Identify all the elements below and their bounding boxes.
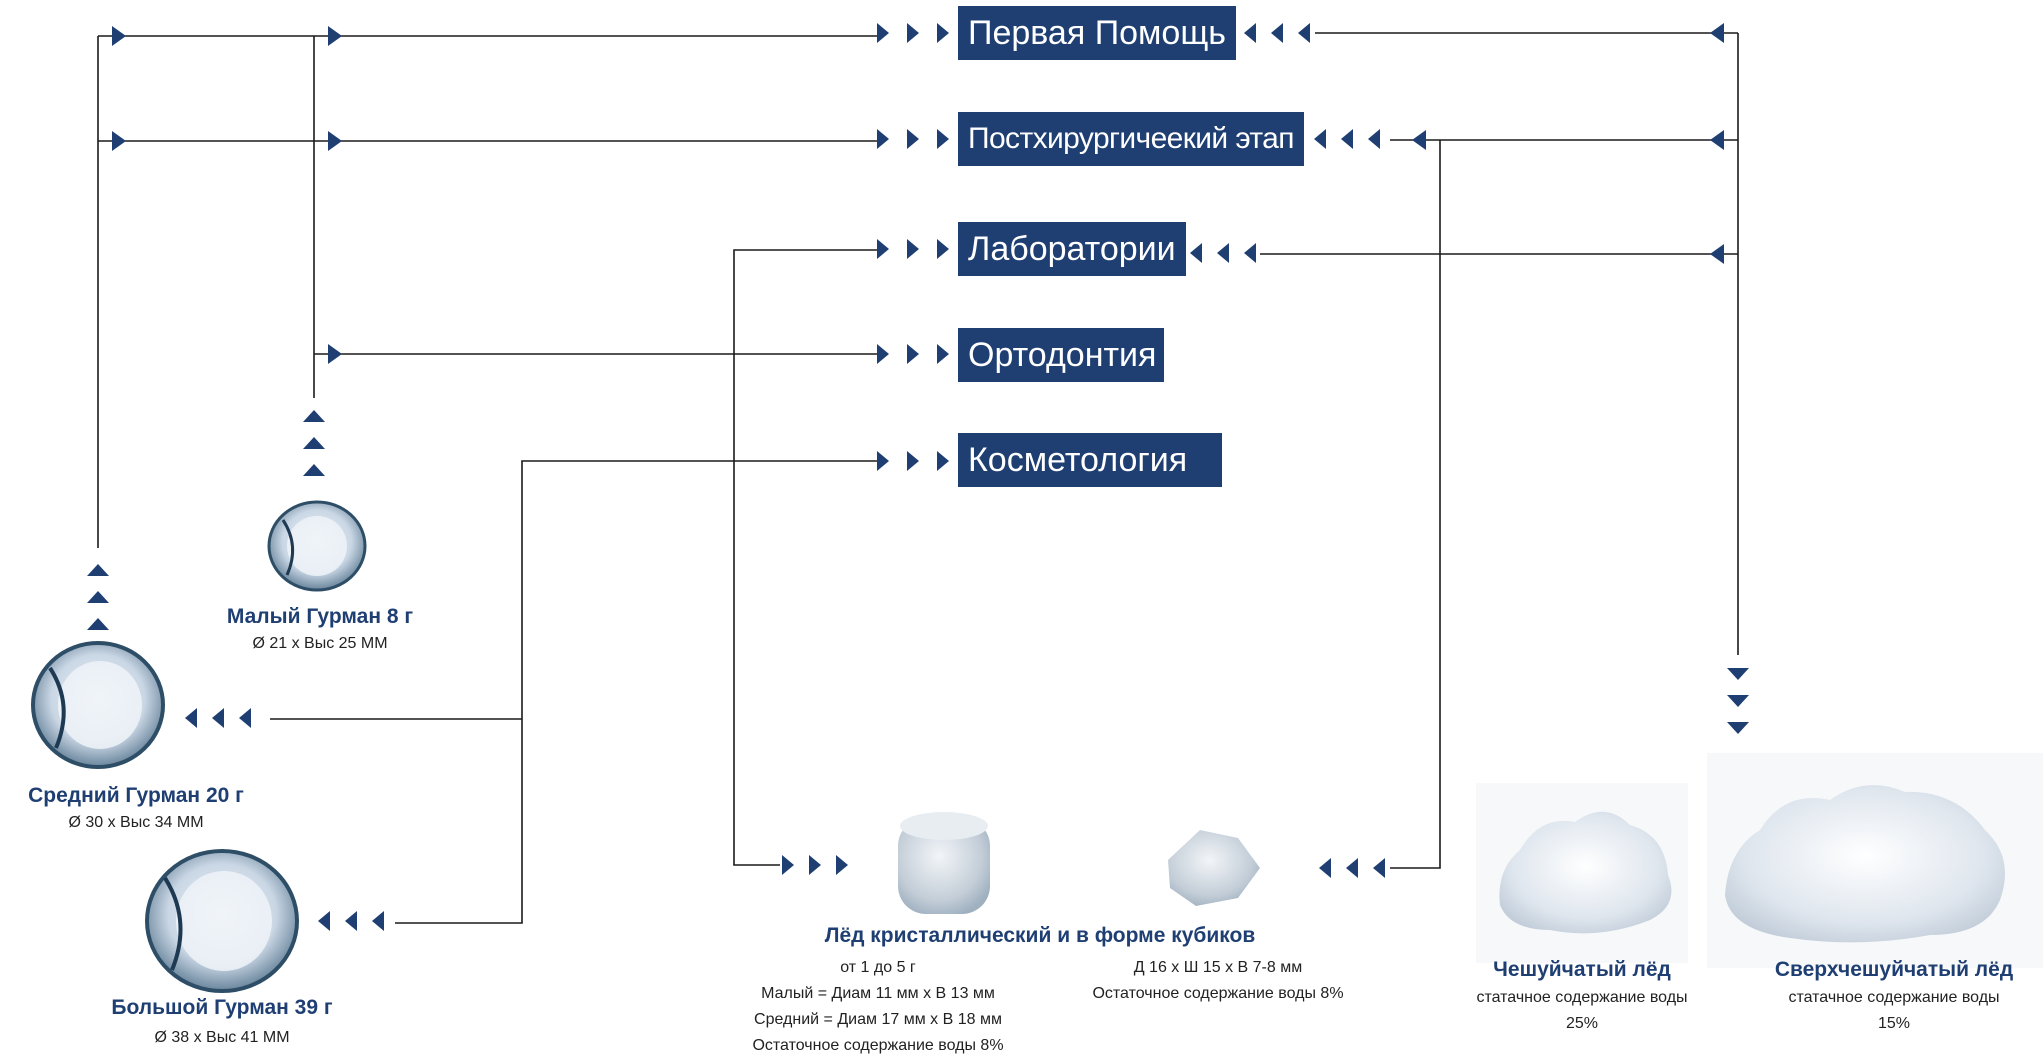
destination-first-aid: Первая Помощь (958, 6, 1237, 60)
triple-arrow-right-icon (877, 129, 949, 149)
line-cube-to-postsurgical (1390, 140, 1441, 869)
triple-arrow-up-icon (87, 564, 109, 630)
crystal-ice-icon (898, 812, 990, 914)
medium-gourmet-ice-icon (31, 641, 165, 769)
arrow-left-icon (1710, 244, 1724, 264)
superflake-ice-desc-line: статачное содержание воды (1788, 989, 2000, 1006)
line-cosmetology-to-gourmets (395, 460, 880, 924)
arrow-right-icon (328, 26, 342, 46)
arrow-left-icon (1710, 23, 1724, 43)
crystal-ice-desc-line: Остаточное содержание воды 8% (752, 1037, 1004, 1054)
flake-ice-icon (1476, 783, 1688, 963)
small-gourmet-ice-icon (267, 500, 367, 592)
large-gourmet-title: Большой Гурман 39 г (111, 996, 333, 1019)
triple-arrow-right-icon (877, 451, 949, 471)
superflake-ice-desc: статачное содержание воды 15% (1745, 985, 2043, 1037)
triple-arrow-left-icon (1319, 858, 1385, 878)
destination-postsurgical: Постхирургичеекий этап (958, 112, 1304, 166)
arrow-left-icon (1412, 130, 1426, 150)
medium-gourmet-desc: Ø 30 x Выс 34 MM (68, 814, 204, 831)
triple-arrow-down-icon (1727, 668, 1749, 734)
arrow-right-icon (112, 26, 126, 46)
crystal-ice-left-desc: от 1 до 5 г Малый = Диам 11 мм x В 13 мм… (718, 955, 1038, 1059)
large-gourmet-desc: Ø 38 x Выс 41 MM (154, 1029, 290, 1046)
flake-ice-desc-line: 25% (1565, 1015, 1599, 1032)
superflake-ice-desc-line: 15% (1877, 1015, 1911, 1032)
flake-ice-desc: статачное содержание воды 25% (1448, 985, 1716, 1037)
triple-arrow-left-icon (185, 708, 251, 728)
arrow-right-icon (328, 131, 342, 151)
crystal-ice-title: Лёд кристаллический и в форме кубиков (824, 924, 1256, 947)
connector-lines (97, 32, 1739, 924)
triple-arrow-left-icon (1314, 129, 1380, 149)
triple-arrow-left-icon (1244, 23, 1310, 43)
cube-ice-icon (1168, 830, 1260, 906)
superflake-ice-icon (1707, 753, 2043, 968)
crystal-ice-desc-line: Средний = Диам 17 мм x В 18 мм (754, 1011, 1002, 1028)
triple-arrow-up-icon (303, 410, 325, 476)
crystal-ice-desc-line: Малый = Диам 11 мм x В 13 мм (761, 985, 995, 1002)
arrow-right-icon (328, 344, 342, 364)
line-crystal-to-laboratories (733, 249, 880, 866)
medium-gourmet-title: Средний Гурман 20 г (28, 784, 244, 807)
destination-cosmetology: Косметология (958, 433, 1222, 487)
flake-ice-desc-line: статачное содержание воды (1476, 989, 1688, 1006)
large-gourmet-ice-icon (145, 849, 299, 993)
arrows (87, 23, 1749, 931)
triple-arrow-left-icon (318, 911, 384, 931)
cube-ice-desc-line: Остаточное содержание воды 8% (1092, 985, 1344, 1002)
flake-ice-title: Чешуйчатый лёд (1493, 958, 1671, 981)
cube-ice-desc-line: Д 16 x Ш 15 x В 7-8 мм (1133, 959, 1303, 976)
arrow-left-icon (1710, 130, 1724, 150)
triple-arrow-right-icon (782, 855, 848, 875)
destination-laboratories: Лаборатории (958, 222, 1186, 276)
destination-orthodontics: Ортодонтия (958, 328, 1164, 382)
triple-arrow-left-icon (1190, 243, 1256, 263)
triple-arrow-right-icon (877, 344, 949, 364)
small-gourmet-title: Малый Гурман 8 г (226, 605, 414, 628)
triple-arrow-right-icon (877, 239, 949, 259)
crystal-ice-desc-line: от 1 до 5 г (840, 959, 916, 976)
cube-ice-desc: Д 16 x Ш 15 x В 7-8 мм Остаточное содерж… (1058, 955, 1378, 1007)
triple-arrow-right-icon (877, 23, 949, 43)
superflake-ice-title: Сверхчешуйчатый лёд (1774, 958, 2014, 981)
small-gourmet-desc: Ø 21 x Выс 25 MM (252, 635, 388, 652)
arrow-right-icon (112, 131, 126, 151)
